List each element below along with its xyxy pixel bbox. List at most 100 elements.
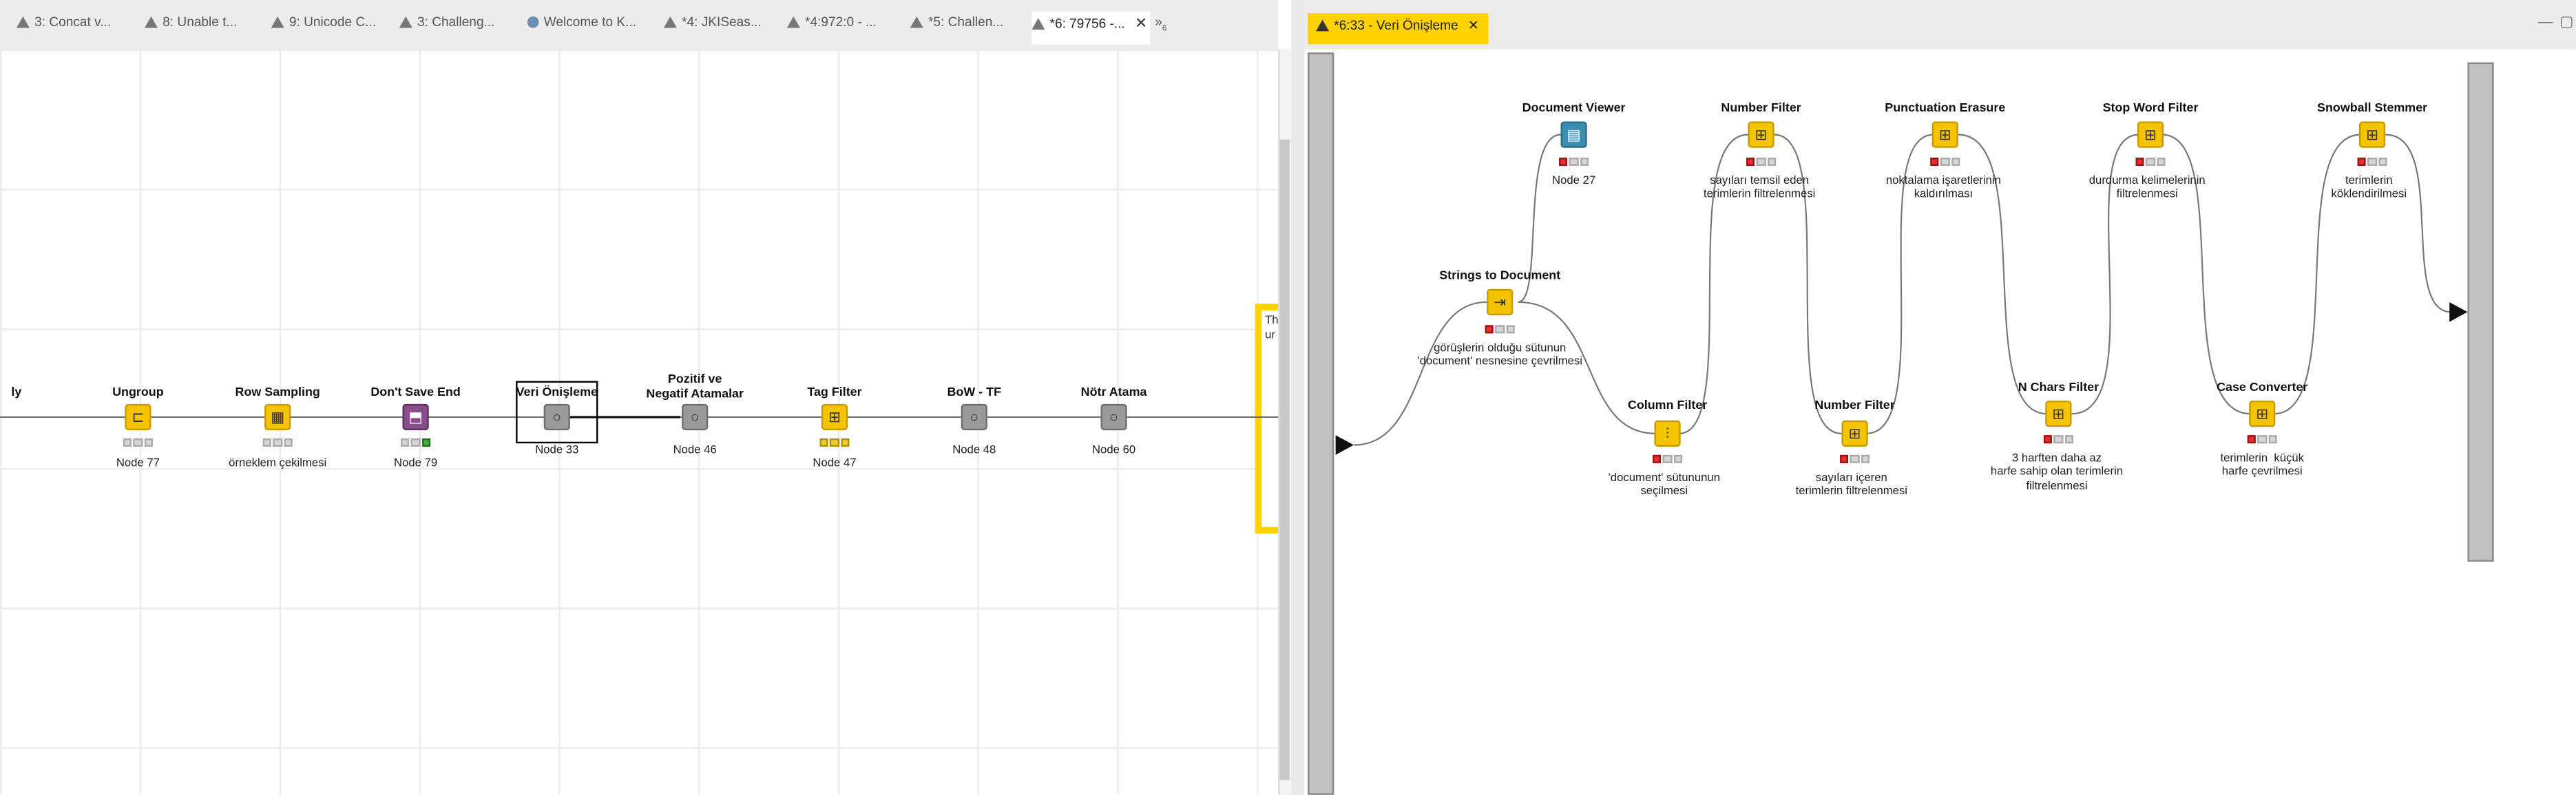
tab-veri-onisleme[interactable]: *6:33 - Veri Önişleme✕ bbox=[1308, 13, 1489, 45]
editor-splitter[interactable] bbox=[1291, 0, 1305, 795]
overflow-count: 6 bbox=[1162, 23, 1167, 34]
tab-overflow-button[interactable]: »6 bbox=[1155, 14, 1166, 34]
tab-0[interactable]: 3: Concat v... bbox=[16, 14, 135, 37]
tab-label: *5: Challen... bbox=[928, 14, 1004, 30]
node-label: Node 60 bbox=[1091, 445, 1136, 457]
stop-word-filter-icon[interactable]: ⊞ bbox=[2137, 121, 2164, 148]
connection-line bbox=[1679, 134, 1748, 434]
minimize-button[interactable]: — bbox=[2538, 13, 2553, 30]
output-port-arrow bbox=[2449, 301, 2468, 322]
node-label: 'document' sütununun seçilmesi bbox=[1608, 473, 1721, 498]
metanode-icon[interactable]: ○ bbox=[543, 403, 570, 431]
row-sampling-icon[interactable]: ▦ bbox=[264, 403, 291, 431]
node-label: 3 harften daha az harfe sahip olan terim… bbox=[1990, 453, 2124, 493]
workflow-annotation[interactable] bbox=[1255, 304, 1279, 534]
node-title: Number Filter bbox=[1721, 100, 1801, 116]
metanode-input-bar[interactable] bbox=[1308, 52, 1334, 795]
status-traffic-light bbox=[123, 438, 153, 447]
tab-7[interactable]: *5: Challen... bbox=[910, 14, 1029, 37]
metanode-icon[interactable]: ○ bbox=[682, 403, 709, 431]
node-label: Node 33 bbox=[535, 445, 579, 457]
warning-icon bbox=[1316, 19, 1330, 32]
annotation-text: Th ur bbox=[1265, 315, 1279, 342]
tab-6[interactable]: *4:972:0 - ... bbox=[786, 14, 905, 37]
column-filter-icon[interactable]: ⫶ bbox=[1654, 420, 1681, 447]
tab-5[interactable]: *4: JKISeas... bbox=[663, 14, 779, 37]
metanode-icon[interactable]: ○ bbox=[1100, 403, 1127, 431]
status-traffic-light bbox=[1930, 158, 1960, 166]
status-traffic-light bbox=[2043, 435, 2073, 444]
input-port-arrow bbox=[1335, 435, 1354, 455]
status-traffic-light bbox=[262, 438, 293, 447]
status-traffic-light bbox=[1840, 454, 1870, 463]
node-label: örneklem çekilmesi bbox=[229, 458, 327, 470]
metanode-output-bar[interactable] bbox=[2467, 62, 2494, 562]
node-label: sayıları içeren terimlerin filtrelenmesi bbox=[1795, 473, 1908, 498]
tab-label: 3: Challeng... bbox=[417, 14, 495, 30]
connection-line bbox=[2071, 134, 2139, 415]
close-icon[interactable]: ✕ bbox=[1135, 14, 1148, 32]
tab-label: *4: JKISeas... bbox=[682, 14, 762, 30]
node-label: görüşlerin olduğu sütunun 'document' nes… bbox=[1417, 343, 1582, 369]
node-title: Column Filter bbox=[1627, 397, 1708, 412]
warning-icon bbox=[1032, 18, 1045, 30]
punctuation-erasure-icon[interactable]: ⊞ bbox=[1931, 121, 1958, 148]
status-traffic-light bbox=[2357, 158, 2387, 166]
node-title: Punctuation Erasure bbox=[1885, 100, 2006, 116]
tab-label: *6: 79756 -... bbox=[1049, 16, 1125, 32]
maximize-button[interactable]: ▢ bbox=[2559, 13, 2574, 30]
node-label: durdurma kelimelerinin filtrelenmesi bbox=[2088, 176, 2206, 202]
tab-label: 8: Unable t... bbox=[163, 14, 238, 30]
strings-to-document-icon[interactable]: ⇥ bbox=[1487, 288, 1514, 316]
tab-8-active[interactable]: *6: 79756 -... ✕ bbox=[1032, 11, 1151, 45]
tab-label: *4:972:0 - ... bbox=[805, 14, 877, 30]
node-label: Node 77 bbox=[116, 458, 160, 470]
tab-label: Welcome to K... bbox=[543, 14, 637, 30]
status-traffic-light bbox=[2135, 158, 2166, 166]
tab-label: 9: Unicode C... bbox=[289, 14, 377, 30]
connection-line bbox=[1518, 134, 1561, 304]
n-chars-filter-icon[interactable]: ⊞ bbox=[2045, 401, 2072, 427]
node-title: Strings to Document bbox=[1439, 267, 1561, 283]
chevron-double-right-icon: » bbox=[1155, 14, 1162, 30]
ungroup-icon[interactable]: ⊏ bbox=[125, 403, 151, 431]
metanode-icon[interactable]: ○ bbox=[961, 403, 987, 431]
tab-2[interactable]: 9: Unicode C... bbox=[271, 14, 390, 37]
selection-box bbox=[516, 381, 598, 444]
right-connections bbox=[1353, 134, 2451, 446]
node-title: Tag Filter bbox=[807, 384, 862, 399]
connection-line bbox=[1518, 301, 1656, 434]
tab-1[interactable]: 8: Unable t... bbox=[144, 14, 263, 37]
number-filter-icon[interactable]: ⊞ bbox=[1748, 121, 1774, 148]
workflow-canvas-left[interactable] bbox=[0, 49, 1279, 795]
node-label: Node 27 bbox=[1552, 176, 1596, 187]
workflow-canvas-right[interactable] bbox=[1304, 49, 2576, 795]
node-title: Ungroup bbox=[112, 384, 164, 399]
connection-line bbox=[1353, 301, 1487, 446]
node-title: Case Converter bbox=[2217, 379, 2308, 394]
dont-save-icon[interactable]: ⬒ bbox=[402, 403, 429, 431]
scrollbar-thumb[interactable] bbox=[1279, 139, 1290, 781]
node-label: terimlerin küçük harfe çevrilmesi bbox=[2220, 453, 2305, 479]
node-title: Document Viewer bbox=[1522, 100, 1626, 116]
status-traffic-light bbox=[1559, 158, 1589, 166]
node-label: terimlerin köklendirilmesi bbox=[2331, 176, 2407, 202]
tab-4[interactable]: Welcome to K... bbox=[527, 14, 649, 37]
tab-3[interactable]: 3: Challeng... bbox=[399, 14, 518, 37]
status-traffic-light bbox=[1485, 325, 1515, 334]
node-label: sayıları temsil eden terimlerin filtrele… bbox=[1703, 176, 1816, 202]
warning-icon bbox=[271, 16, 284, 28]
status-traffic-light bbox=[1653, 454, 1683, 463]
document-viewer-icon[interactable]: ▤ bbox=[1560, 121, 1587, 148]
node-title: Nötr Atama bbox=[1080, 384, 1147, 399]
close-icon[interactable]: ✕ bbox=[1467, 18, 1479, 33]
number-filter-icon[interactable]: ⊞ bbox=[1841, 420, 1868, 447]
tab-label: 3: Concat v... bbox=[34, 14, 112, 30]
tag-filter-icon[interactable]: ⊞ bbox=[821, 403, 848, 431]
node-title: ly bbox=[11, 384, 22, 399]
case-converter-icon[interactable]: ⊞ bbox=[2249, 401, 2276, 427]
snowball-stemmer-icon[interactable]: ⊞ bbox=[2359, 121, 2386, 148]
node-label: Node 47 bbox=[813, 458, 857, 470]
node-label: Node 79 bbox=[394, 458, 438, 470]
